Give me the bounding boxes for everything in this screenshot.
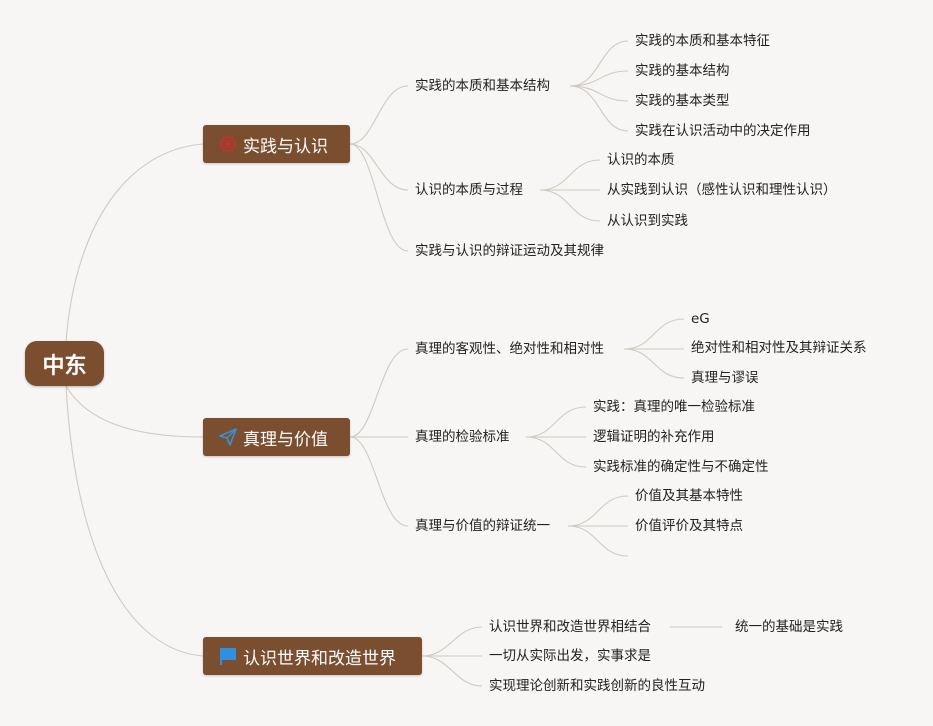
- branch-truth-and-value[interactable]: 真理与价值: [203, 418, 350, 456]
- branch-practice-and-cognition[interactable]: 实践与认识: [203, 125, 350, 163]
- node-cognition-essence-process[interactable]: 认识的本质与过程: [415, 182, 523, 198]
- leaf-node[interactable]: 绝对性和相对性及其辩证关系: [691, 340, 867, 356]
- leaf-node[interactable]: 统一的基础是实践: [735, 619, 843, 635]
- branch-label: 实践与认识: [243, 136, 328, 157]
- root-node[interactable]: 中东: [25, 341, 104, 386]
- leaf-node[interactable]: 实践的本质和基本特征: [635, 33, 770, 49]
- leaf-node[interactable]: 价值及其基本特性: [635, 488, 743, 504]
- node-dialectical-movement[interactable]: 实践与认识的辩证运动及其规律: [415, 243, 604, 259]
- leaf-node[interactable]: 从实践到认识（感性认识和理性认识）: [607, 182, 837, 198]
- node-practice-essence-structure[interactable]: 实践的本质和基本结构: [415, 78, 550, 94]
- node-truth-objectivity[interactable]: 真理的客观性、绝对性和相对性: [415, 341, 604, 357]
- node-seek-truth-from-facts[interactable]: 一切从实际出发，实事求是: [489, 648, 651, 664]
- flag-icon: [217, 645, 239, 667]
- node-truth-value-unity[interactable]: 真理与价值的辩证统一: [415, 518, 550, 534]
- leaf-node[interactable]: 实践在认识活动中的决定作用: [635, 123, 811, 139]
- branch-label: 真理与价值: [243, 429, 328, 450]
- leaf-node[interactable]: 从认识到实践: [607, 213, 688, 229]
- dharma-wheel-icon: [217, 133, 239, 155]
- leaf-node[interactable]: eG: [691, 311, 710, 327]
- leaf-node[interactable]: 实践的基本结构: [635, 63, 730, 79]
- leaf-node[interactable]: 实践：真理的唯一检验标准: [593, 399, 755, 415]
- node-truth-test-standard[interactable]: 真理的检验标准: [415, 429, 510, 445]
- branch-label: 认识世界和改造世界: [243, 648, 396, 669]
- node-innovation-interaction[interactable]: 实现理论创新和实践创新的良性互动: [489, 678, 705, 694]
- leaf-node[interactable]: 认识的本质: [607, 152, 675, 168]
- node-combine-understand-transform[interactable]: 认识世界和改造世界相结合: [489, 619, 651, 635]
- leaf-node[interactable]: 实践的基本类型: [635, 93, 730, 109]
- branch-understand-and-transform-world[interactable]: 认识世界和改造世界: [203, 637, 422, 675]
- leaf-node[interactable]: 逻辑证明的补充作用: [593, 429, 715, 445]
- leaf-node[interactable]: 价值评价及其特点: [635, 518, 743, 534]
- paper-plane-icon: [217, 426, 239, 448]
- leaf-node[interactable]: 真理与谬误: [691, 370, 759, 386]
- leaf-node[interactable]: 实践标准的确定性与不确定性: [593, 459, 769, 475]
